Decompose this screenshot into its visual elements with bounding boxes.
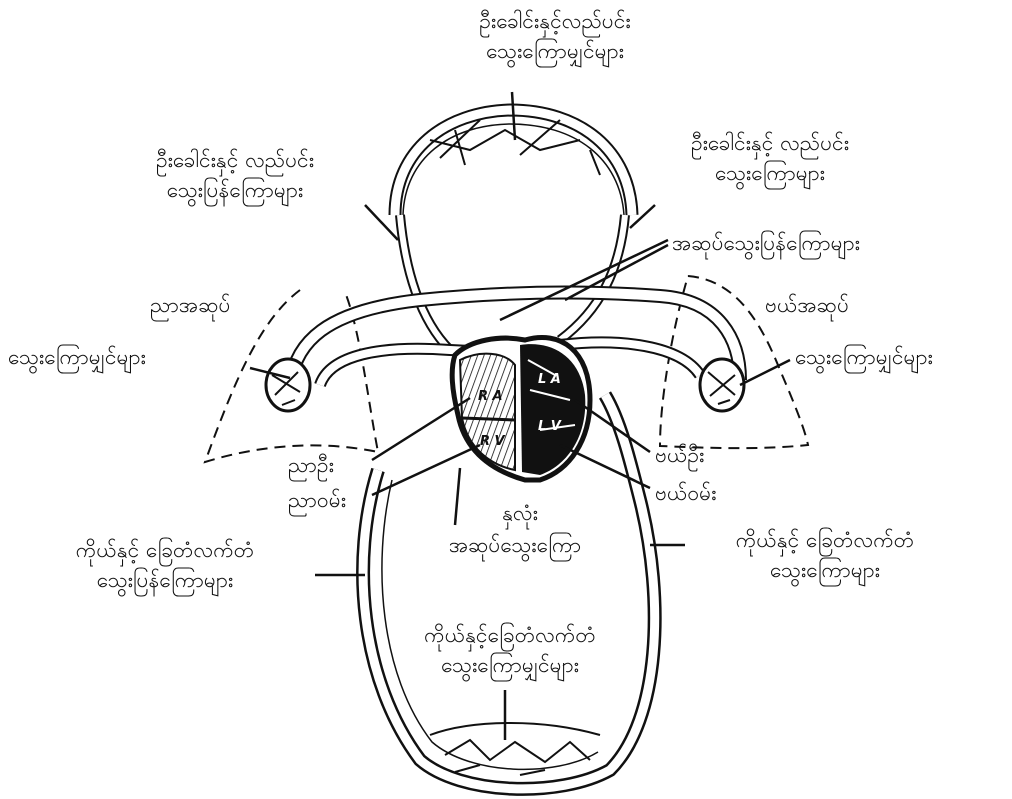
right-heart [460, 354, 515, 470]
label-heart: နှလုံး [480, 498, 560, 528]
chamber-lv: L V [538, 419, 562, 434]
label-body-arteries: ကိုယ်နှင့် ခြေတံလက်တံ သွေးကြောများ [680, 525, 970, 585]
label-head-veins: ဦးခေါင်းနှင့် လည်ပင်း သွေးပြန်ကြောများ [100, 145, 370, 205]
chamber-ra: R A [478, 389, 503, 404]
chamber-rv: R V [480, 434, 506, 449]
head-vein-descending [400, 215, 450, 350]
label-left-lung-capillaries: သွေးကြောမျှင်များ [795, 342, 933, 372]
label-pulmonary-artery: အဆုပ်သွေးကြော [405, 530, 625, 560]
label-right-ventricle: ညာဝမ်း [288, 485, 346, 515]
label-left-ventricle: ဗယ်ဝမ်း [655, 478, 717, 508]
label-head-arteries: ဦးခေါင်းနှင့် လည်ပင်း သွေးကြောများ [640, 128, 900, 188]
label-body-veins: ကိုယ်နှင့် ခြေတံလက်တံ သွေးပြန်ကြောများ [20, 535, 310, 595]
label-head-capillaries: ဦးခေါင်းနှင့်လည်ပင်း သွေးကြောမျှင်များ [440, 6, 670, 66]
label-body-capillaries: ကိုယ်နှင့်ခြေတံလက်တံ သွေးကြောမျှင်များ [385, 620, 635, 680]
label-right-lung-capillaries: သွေးကြောမျှင်များ [8, 342, 146, 372]
label-pulmonary-veins: အဆုပ်သွေးပြန်ကြောများ [672, 228, 860, 258]
label-left-lung: ဗယ်အဆုပ် [765, 290, 849, 320]
head-artery-descending [560, 215, 625, 340]
heart: R A R V L A L V [452, 338, 590, 481]
chamber-la: L A [538, 372, 561, 387]
left-lung-capillaries [700, 359, 744, 411]
label-right-atrium: ညာဦး [288, 450, 334, 480]
label-right-lung: ညာအဆုပ် [150, 290, 231, 320]
label-left-atrium: ဗယ်ဦး [655, 440, 704, 470]
right-lung-capillaries [266, 359, 310, 411]
